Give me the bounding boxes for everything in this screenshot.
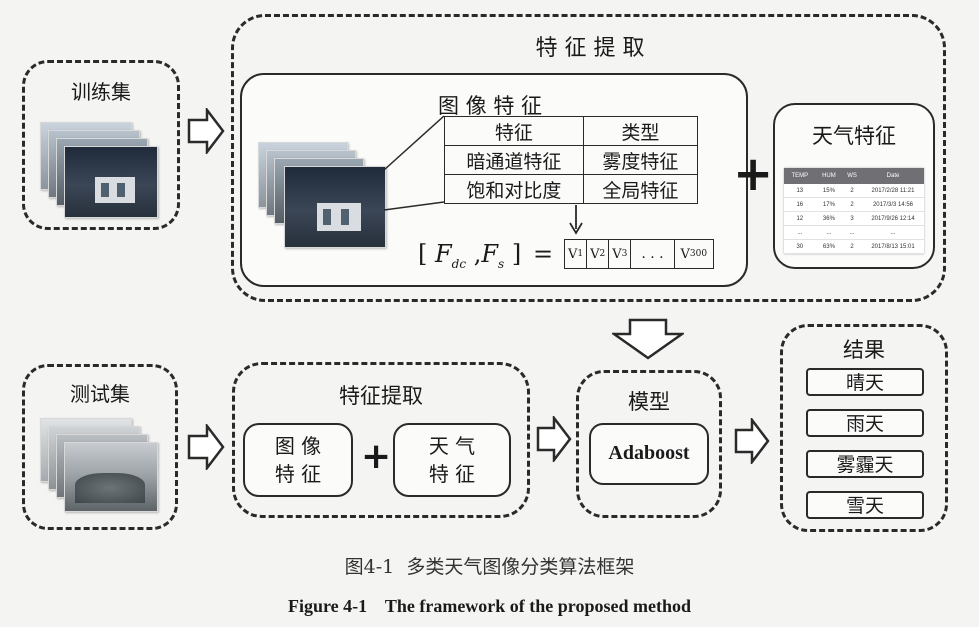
table-cell: 饱和对比度 [444,174,584,204]
arrow-right-icon [734,418,770,464]
train-set-box [22,60,180,230]
image-features-title: 图 像 特 征 [437,94,543,118]
vector-lhs: [ Fdc ,Fs ] [418,240,521,271]
vector-cell: . . . [631,240,675,268]
model-box [576,370,722,518]
bracket-open: [ [418,240,428,268]
adaboost-label: Adaboost [608,442,690,464]
results-box [780,324,948,532]
table-header: 类型 [582,116,699,146]
table-cell: 全局特征 [582,174,699,204]
f-s-sub: s [498,256,505,271]
result-item: 晴天 [806,368,924,396]
arrow-right-icon [187,424,225,470]
caption-chinese: 图4-1 多类天气图像分类算法框架 [344,556,635,578]
test-set-label: 测试集 [70,382,130,406]
adaboost-box [589,423,709,485]
test-image-feature-label: 图 像 特 征 [274,434,322,486]
test-image-feature-box [243,423,353,497]
result-item: 雨天 [806,409,924,437]
bracket-close: ] [511,240,522,268]
result-item: 雪天 [806,491,924,519]
model-title: 模型 [628,390,670,414]
feature-extraction-title: 特 征 提 取 [535,36,645,61]
caption-english: Figure 4-1 The framework of the proposed… [288,596,691,616]
table-cell: 雾度特征 [582,145,699,175]
arrow-right-icon [536,416,572,462]
image-feature-table: 特征 类型 暗通道特征 雾度特征 饱和对比度 全局特征 [444,116,699,204]
arrow-down-icon [569,205,583,235]
test-feature-extraction-title: 特征提取 [339,384,423,408]
arrow-down-big-icon [612,318,684,360]
plus-icon: + [361,436,392,477]
plus-icon: + [733,146,774,202]
f-dc-sub: dc [451,256,467,271]
f-dc: F [435,240,452,268]
result-item: 雾霾天 [806,450,924,478]
arrow-right-icon [187,108,225,154]
f-s: F [481,240,499,268]
weather-features-title: 天气特征 [812,124,896,148]
test-weather-feature-box [393,423,511,497]
table-cell: 暗通道特征 [444,145,584,175]
comma: , [473,240,482,268]
results-title: 结果 [843,338,885,362]
zoom-lines [383,115,445,211]
test-weather-feature-label: 天 气 特 征 [428,434,476,486]
feature-extraction-box [231,14,946,302]
test-feature-extraction-box [232,362,530,518]
table-header: 特征 [444,116,584,146]
train-set-label: 训练集 [71,80,131,104]
equals-sign: = [533,240,554,268]
test-set-box [22,364,178,530]
